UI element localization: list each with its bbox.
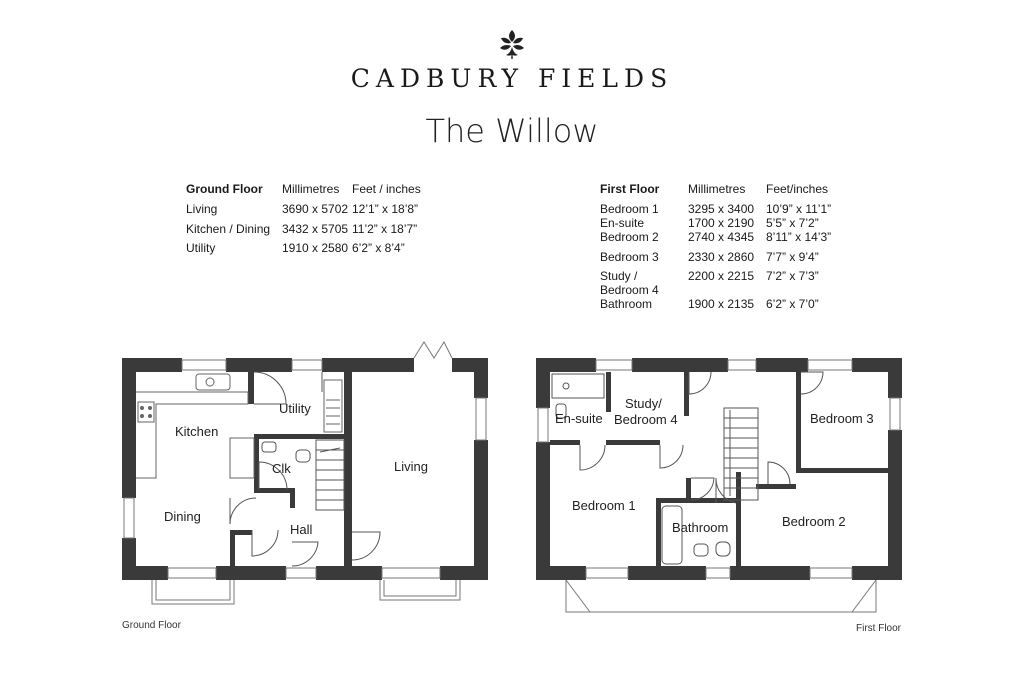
- schedule-mm: 2740 x 4345: [688, 230, 755, 244]
- first-floor-windows: [537, 359, 901, 613]
- ground-floor-schedule: Ground Floor Millimetres Feet / inches L…: [186, 182, 442, 261]
- room-label-bedroom4: Bedroom 4: [614, 412, 678, 427]
- schedule-ft: 11’2” x 18’7”: [352, 221, 418, 236]
- ground-floor-walls: [122, 358, 488, 580]
- brand-name: CADBURY FIELDS: [350, 64, 674, 93]
- schedule-mm: 3432 x 5705: [282, 221, 349, 236]
- ground-floor-caption: Ground Floor: [122, 620, 181, 631]
- schedule-room: Study / Bedroom 4: [600, 269, 659, 297]
- schedule-header: Millimetres: [688, 182, 746, 196]
- first-floor-walls: [536, 358, 902, 580]
- room-label-living: Living: [394, 459, 428, 474]
- schedule-row: Kitchen / Dining 3432 x 5705 11’2” x 18’…: [186, 222, 442, 242]
- room-label-bedroom1: Bedroom 1: [572, 498, 636, 513]
- schedule-ft: 12’1” x 18’8”: [352, 202, 419, 216]
- kitchen-units: [136, 373, 343, 479]
- schedule-room: Living: [186, 202, 218, 216]
- schedule-row: Bedroom 1 En-suite 3295 x 3400 1700 x 21…: [600, 202, 856, 230]
- schedule-row: Utility 1910 x 2580 6’2” x 8’4”: [186, 241, 442, 261]
- schedule-room: Kitchen / Dining: [186, 221, 271, 236]
- schedule-mm: 3295 x 3400 1700 x 2190: [688, 202, 755, 230]
- schedule-header: Feet/inches: [766, 182, 829, 196]
- schedule-header-row: Ground Floor Millimetres Feet / inches: [186, 182, 442, 202]
- leaf-cluster-icon: [500, 30, 524, 59]
- room-label-ensuite: En-suite: [555, 411, 603, 426]
- room-label-utility: Utility: [279, 401, 311, 416]
- ground-floor-plan: Kitchen Dining Utility Clk Hall Living: [122, 340, 488, 605]
- first-floor-caption: First Floor: [856, 623, 901, 634]
- first-floor-schedule: First Floor Millimetres Feet/inches Bedr…: [600, 182, 856, 317]
- schedule-ft: 6’2” x 8’4”: [352, 241, 405, 255]
- ground-floor-windows: [123, 340, 487, 605]
- first-floor-fixtures: [551, 371, 824, 565]
- room-label-kitchen: Kitchen: [175, 424, 218, 439]
- schedule-mm: 2200 x 2215: [688, 269, 755, 283]
- first-floor-plan: En-suite Study/ Bedroom 4 Bedroom 3 Bedr…: [536, 358, 902, 613]
- schedule-ft: 8’11” x 14’3”: [766, 230, 832, 244]
- room-label-bedroom2: Bedroom 2: [782, 514, 846, 529]
- room-label-clk: Clk: [272, 461, 291, 476]
- schedule-mm: 1910 x 2580: [282, 241, 349, 255]
- schedule-row: Study / Bedroom 4 2200 x 2215 7’2” x 7’3…: [600, 269, 856, 297]
- schedule-mm: 3690 x 5702: [282, 202, 349, 216]
- schedule-row: Bathroom 1900 x 2135 6’2” x 7’0”: [600, 297, 856, 317]
- schedule-ft: 7’7” x 9’4”: [766, 249, 819, 264]
- page-title: The Willow: [425, 112, 599, 150]
- schedule-ft: 7’2” x 7’3”: [766, 269, 819, 283]
- schedule-ft: 6’2” x 7’0”: [766, 297, 819, 311]
- schedule-row: Bedroom 3 2330 x 2860 7’7” x 9’4”: [600, 250, 856, 270]
- room-label-dining: Dining: [164, 509, 201, 524]
- room-label-hall: Hall: [290, 522, 313, 537]
- schedule-room: Bathroom: [600, 297, 653, 311]
- schedule-mm: 1900 x 2135: [688, 297, 755, 311]
- schedule-room: Bedroom 1 En-suite: [600, 202, 659, 230]
- schedule-header: Feet / inches: [352, 182, 421, 196]
- room-label-study: Study/: [625, 396, 662, 411]
- schedule-room: Bedroom 2: [600, 230, 659, 244]
- schedule-row: Bedroom 2 2740 x 4345 8’11” x 14’3”: [600, 230, 856, 250]
- schedule-header: First Floor: [600, 182, 660, 196]
- schedule-row: Living 3690 x 5702 12’1” x 18’8”: [186, 202, 442, 222]
- schedule-ft: 10’9” x 11’1” 5’5” x 7’2”: [766, 202, 832, 230]
- hob-icon: [140, 377, 215, 418]
- schedule-header-row: First Floor Millimetres Feet/inches: [600, 182, 856, 202]
- schedule-header: Millimetres: [282, 182, 340, 196]
- schedule-header: Ground Floor: [186, 182, 263, 196]
- schedule-room: Bedroom 3: [600, 249, 659, 264]
- schedule-mm: 2330 x 2860: [688, 249, 755, 264]
- schedule-room: Utility: [186, 241, 216, 255]
- ground-floor-doors: [229, 371, 381, 567]
- room-label-bathroom: Bathroom: [672, 520, 728, 535]
- room-label-bedroom3: Bedroom 3: [810, 411, 874, 426]
